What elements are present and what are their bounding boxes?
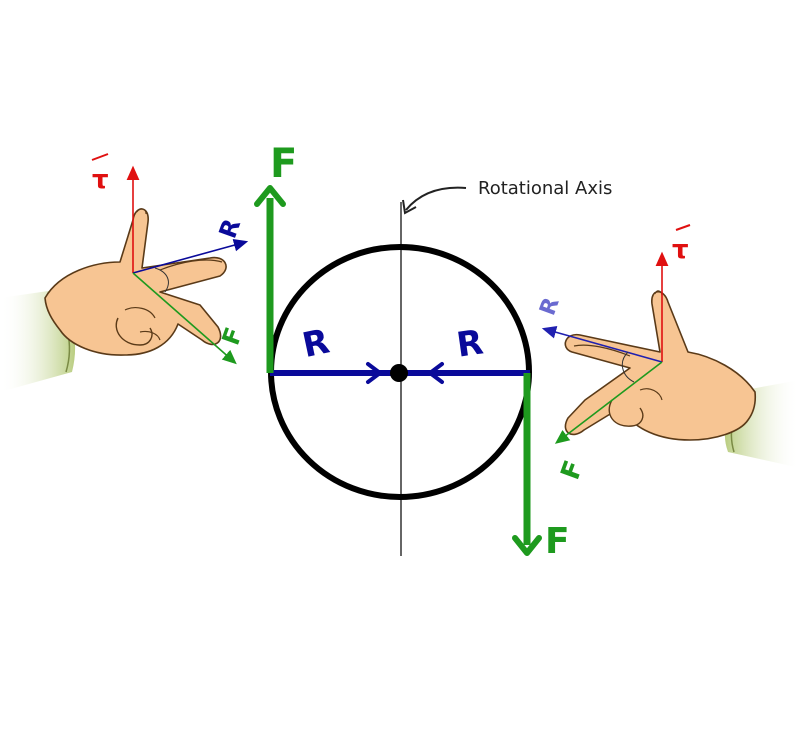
- hand-left-f-label: F: [217, 324, 249, 349]
- hand-right-palm: [564, 290, 757, 441]
- hand-left: τ R F: [0, 153, 249, 392]
- radius-left-chevron-icon: [366, 362, 382, 384]
- hand-right-f-vector: [554, 361, 663, 444]
- force-left-label: F: [270, 141, 297, 187]
- hand-left-tau-label: τ: [92, 165, 109, 195]
- hand-left-r-vector: [132, 238, 249, 274]
- force-right-arrowhead-icon: [512, 535, 542, 556]
- hand-left-f-vector: [132, 272, 237, 365]
- hand-right: τ R F: [535, 224, 800, 484]
- axis-pointer-arrowhead-icon: [402, 199, 417, 215]
- radius-right-chevron-icon: [428, 362, 444, 384]
- wheel: F F R R Rotational Axis: [254, 141, 612, 562]
- radius-left-label: R: [299, 322, 333, 367]
- hand-right-r-label: R: [535, 294, 564, 319]
- hand-right-tau-label: τ: [672, 235, 689, 265]
- force-left-arrowhead-icon: [254, 185, 286, 207]
- hand-right-f-label: F: [556, 457, 590, 484]
- hand-left-r-label: R: [214, 215, 247, 242]
- axis-pointer-arrow: [405, 186, 467, 211]
- hand-right-r-vector: [541, 326, 663, 363]
- rotational-axis-label: Rotational Axis: [478, 178, 612, 199]
- radius-right-label: R: [454, 322, 485, 365]
- force-right-label: F: [545, 521, 570, 562]
- axis-center-dot: [390, 364, 408, 382]
